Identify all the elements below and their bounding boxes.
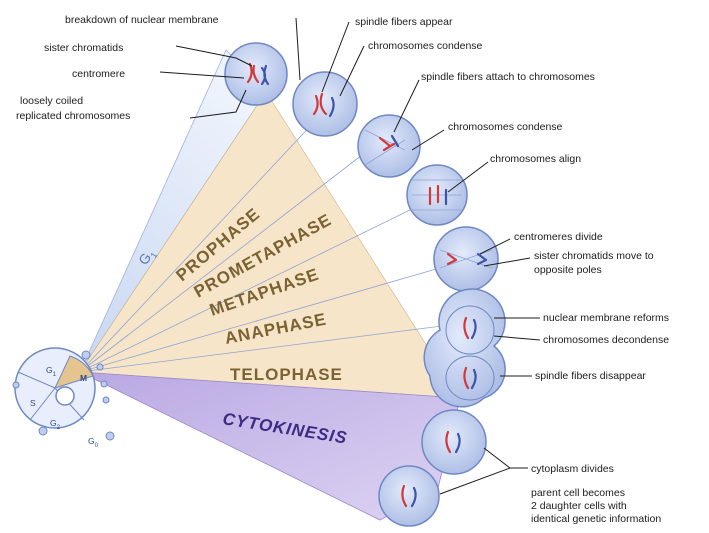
cycle-m-label: M	[80, 373, 87, 383]
ann-sister-move-2: opposite poles	[534, 264, 602, 276]
ann-spindle-appear: spindle fibers appear	[355, 16, 453, 28]
telophase-label: TELOPHASE	[230, 365, 343, 384]
ann-spindle-attach: spindle fibers attach to chromosomes	[421, 71, 595, 83]
ann-centromeres-divide: centromeres divide	[514, 231, 603, 243]
ann-chrom-decondense: chromosomes decondense	[543, 334, 669, 346]
ann-parent-1: parent cell becomes	[531, 487, 625, 499]
ann-nuclear-reform: nuclear membrane reforms	[543, 312, 669, 324]
metaphase-cell	[407, 165, 467, 225]
prophase-early-cell	[225, 43, 287, 105]
ann-chrom-align: chromosomes align	[490, 153, 581, 165]
cycle-s-label: S	[30, 398, 36, 408]
ann-parent-2: 2 daughter cells with	[531, 500, 627, 512]
ann-spindle-disappear: spindle fibers disappear	[535, 370, 646, 382]
ann-chrom-condense-2: chromosomes condense	[448, 121, 563, 133]
ann-cytoplasm-divides: cytoplasm divides	[531, 463, 614, 475]
ann-parent-3: identical genetic information	[531, 513, 661, 525]
ann-centromere: centromere	[72, 68, 125, 80]
ann-loosely-coiled-2: replicated chromosomes	[16, 110, 130, 122]
cycle-g0-label: G0	[88, 436, 99, 449]
ann-loosely-coiled-1: loosely coiled	[20, 95, 83, 107]
prometaphase-cell	[358, 115, 420, 177]
ann-sister-chromatids: sister chromatids	[44, 42, 123, 54]
ann-breakdown: breakdown of nuclear membrane	[65, 14, 219, 26]
telophase-cell	[424, 289, 505, 407]
daughter-cell-lower	[379, 466, 439, 526]
ann-chrom-condense-1: chromosomes condense	[368, 40, 483, 52]
ann-sister-move-1: sister chromatids move to	[534, 250, 654, 262]
daughter-cell-upper	[422, 410, 486, 474]
anaphase-cell	[434, 227, 498, 291]
